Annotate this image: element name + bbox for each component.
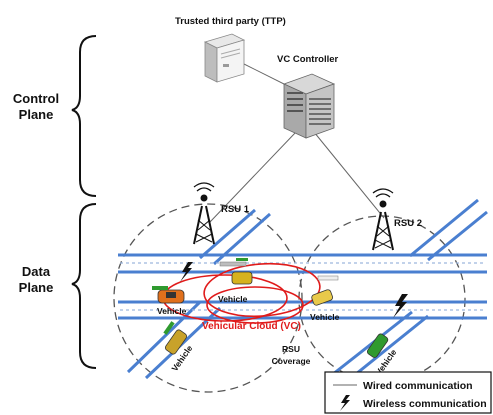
vehicle-icon (366, 333, 389, 358)
ttp-server-icon (203, 33, 246, 83)
wired-link-controller-rsu2 (313, 131, 385, 219)
wireless-legend-bolt-icon (340, 395, 350, 411)
rsu-coverage-label-line1: RSU (282, 344, 300, 354)
vehicle-icon (163, 321, 188, 355)
vehicle-icon (152, 286, 185, 304)
rsu2-label: RSU 2 (394, 218, 422, 229)
rsu1-tower-icon (193, 182, 215, 245)
lane-markings (120, 262, 485, 311)
data-plane-label-line2: Plane (19, 280, 54, 295)
data-plane-brace (71, 203, 97, 369)
vehicle-label: Vehicle (218, 294, 248, 304)
legend-wired-label: Wired communication (363, 380, 473, 392)
control-plane-label-line1: Control (13, 91, 59, 106)
data-plane-label-line1: Data (22, 264, 51, 279)
wireless-bolt-icon (180, 262, 193, 282)
vehicle-label: Vehicle (310, 312, 340, 322)
vehicle-icon (219, 258, 253, 285)
ttp-label: Trusted third party (TTP) (175, 16, 286, 27)
control-plane-label-line2: Plane (19, 107, 54, 122)
rsu2-tower-icon (372, 188, 394, 251)
legend: Wired communication Wireless communicati… (324, 371, 492, 414)
wireless-bolt-icon (393, 294, 408, 318)
vehicle-label: Vehicle (157, 306, 187, 316)
vehicle-icon (311, 275, 339, 306)
rsu1-label: RSU 1 (221, 204, 250, 215)
vc-controller-label: VC Controller (277, 54, 339, 65)
rsu1-coverage-area (113, 203, 303, 393)
rsu-coverage-label-line2: Coverage (272, 356, 311, 366)
vehicular-cloud-label: Vehicular Cloud (VC) (202, 321, 301, 332)
control-plane-brace (71, 35, 97, 197)
vc-controller-server-icon (282, 73, 336, 139)
wired-link-controller-rsu1 (209, 131, 297, 223)
legend-wireless-label: Wireless communication (363, 398, 487, 410)
